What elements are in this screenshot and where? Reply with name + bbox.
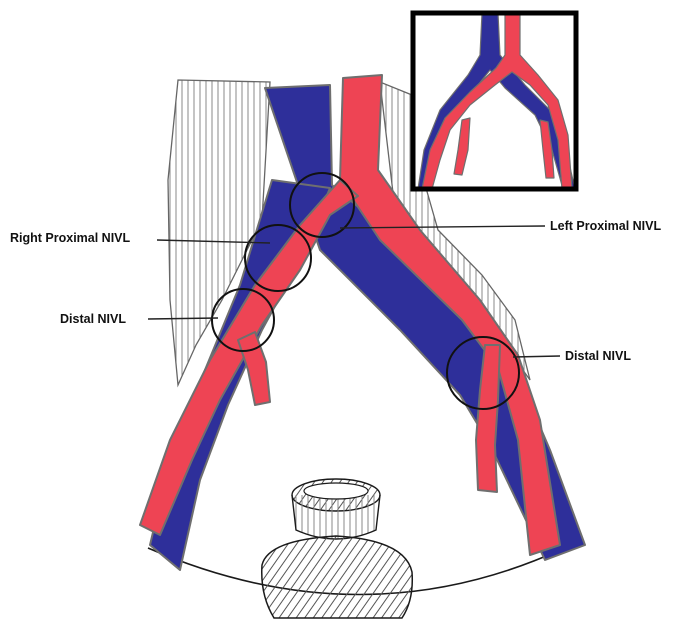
- sacrum: [262, 536, 413, 618]
- inset-diagram: [413, 13, 576, 189]
- label-right-proximal-nivl: Right Proximal NIVL: [10, 231, 131, 245]
- label-distal-nivl-right: Distal NIVL: [565, 349, 631, 363]
- leader-distal-left-side: [148, 318, 218, 319]
- label-left-proximal-nivl: Left Proximal NIVL: [550, 219, 661, 233]
- leader-distal-right-side: [513, 356, 560, 357]
- vertebra-disc: [292, 479, 380, 539]
- label-distal-nivl-left: Distal NIVL: [60, 312, 126, 326]
